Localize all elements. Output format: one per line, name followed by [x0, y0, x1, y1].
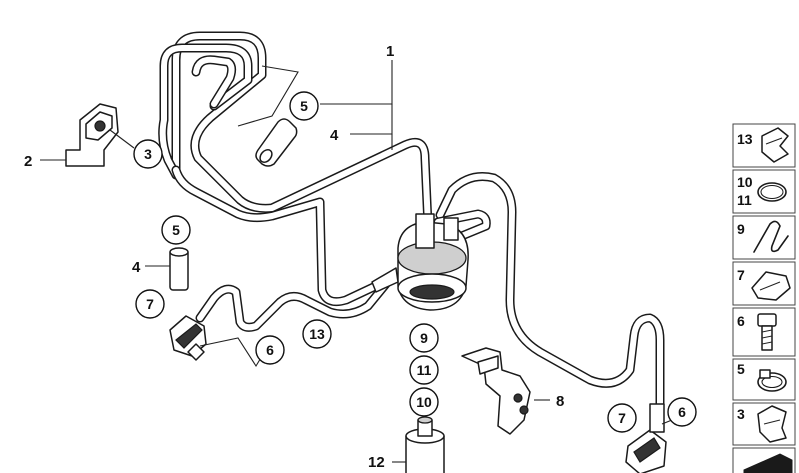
clip-13-icon	[761, 127, 789, 163]
key-label-11: 11	[737, 192, 752, 208]
callout-11-circle	[409, 355, 439, 385]
callout-4-upper: 4	[330, 127, 339, 144]
callout-7-left: 7	[146, 296, 154, 312]
key-label-13: 13	[737, 131, 753, 147]
bolt-icon	[757, 313, 777, 351]
filter-canister	[405, 416, 445, 473]
hose-assembly	[158, 31, 665, 420]
connector-left	[169, 315, 207, 361]
key-label-7: 7	[737, 267, 745, 283]
callout-12: 12	[368, 454, 385, 471]
callout-9: 9	[420, 330, 428, 346]
retainer-clip-icon	[751, 271, 791, 301]
callout-8: 8	[556, 393, 564, 410]
key-label-10: 10	[737, 174, 753, 190]
bracket-2	[65, 103, 119, 167]
callout-10: 10	[416, 394, 432, 410]
callouts: 1 5 4 2 3 5 4 7 13 6 9 11 10 12 8 7 6	[24, 43, 697, 471]
callout-13: 13	[309, 326, 325, 342]
callout-7-circle-left	[135, 289, 165, 319]
hose-section-left	[169, 247, 189, 291]
callout-9-circle	[409, 323, 439, 353]
callout-2: 2	[24, 153, 32, 170]
callout-6-circle-left	[255, 335, 285, 365]
callout-13-circle	[302, 319, 332, 349]
callout-4-left: 4	[132, 259, 141, 276]
connector-right	[625, 403, 667, 473]
key-box-9	[732, 215, 796, 260]
key-label-9: 9	[737, 221, 745, 237]
callout-5-circle-upper	[289, 91, 319, 121]
clip-3-icon	[757, 405, 787, 443]
callout-6-circle-right	[667, 397, 697, 427]
hose-clamp-icon	[757, 369, 787, 392]
callout-7-circle-right	[607, 403, 637, 433]
key-label-3: 3	[737, 406, 745, 422]
key-label-6: 6	[737, 313, 745, 329]
callout-5-left: 5	[172, 222, 180, 238]
bracket-8	[461, 347, 531, 435]
leader-lines	[40, 60, 673, 463]
hose-section-upper	[255, 118, 298, 167]
callout-10-circle	[409, 387, 439, 417]
callout-5-upper: 5	[300, 98, 308, 114]
callout-7-right: 7	[618, 410, 626, 426]
spring-clip-icon	[753, 220, 789, 253]
callout-6-left: 6	[266, 342, 274, 358]
parts-key-panel: 13 10 11 9 7 6	[732, 123, 796, 473]
callout-5-circle-left	[161, 215, 191, 245]
fuel-filter	[371, 213, 469, 311]
callout-6-right: 6	[678, 404, 686, 420]
key-label-5: 5	[737, 361, 745, 377]
key-box-10-11	[732, 169, 796, 214]
callout-3-circle	[133, 139, 163, 169]
o-ring-icon	[757, 182, 787, 202]
callout-11: 11	[417, 362, 432, 378]
callout-3: 3	[144, 146, 152, 162]
callout-1: 1	[386, 43, 394, 60]
